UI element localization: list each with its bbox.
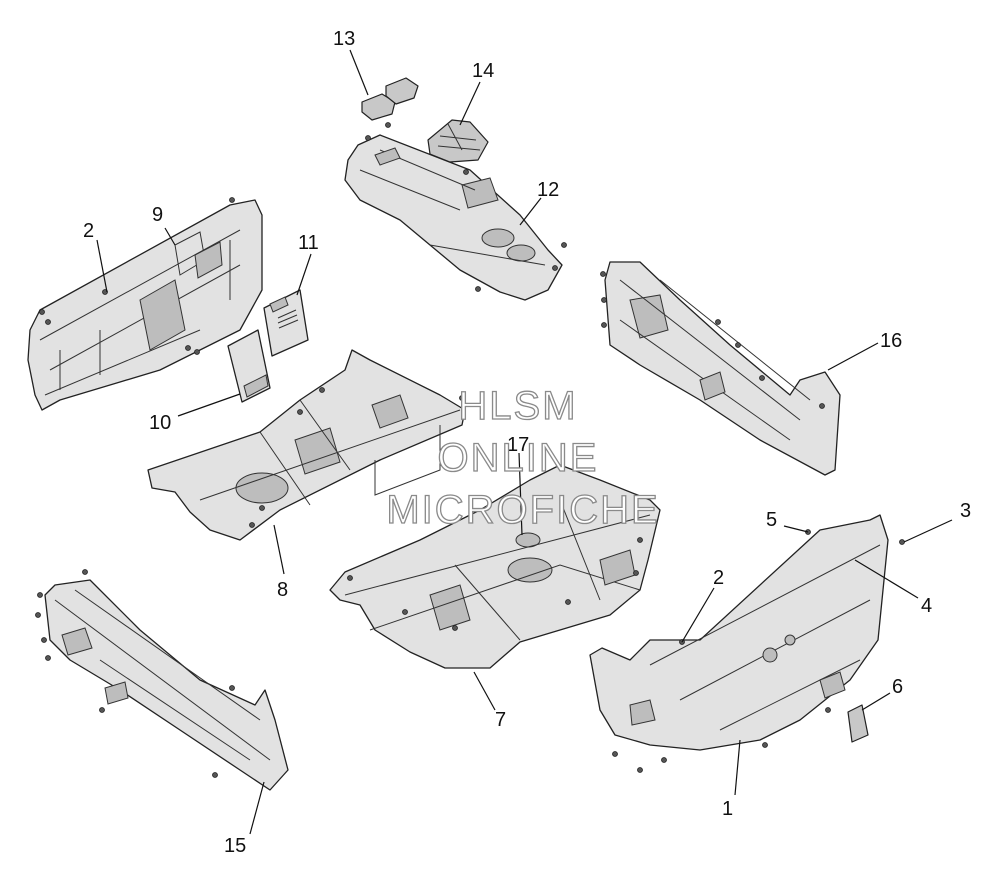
fastener-group-15 — [35, 569, 235, 778]
fastener-group-16 — [600, 271, 825, 409]
callout-6: 6 — [892, 676, 903, 698]
shift-boot-part-14 — [427, 119, 489, 163]
callout-4: 4 — [921, 595, 932, 617]
callout-8: 8 — [277, 579, 288, 601]
callout-12: 12 — [537, 179, 559, 201]
fastener-group-7 — [347, 537, 643, 631]
watermark-line-2: ONLINE — [438, 436, 599, 480]
rear-panel-part — [27, 199, 263, 411]
cover-part-10 — [227, 329, 271, 403]
fastener-group-12 — [365, 122, 567, 292]
callout-17: 17 — [507, 434, 529, 456]
callout-16: 16 — [880, 330, 902, 352]
center-floor-part-8 — [147, 349, 466, 541]
fastener-group-9 — [39, 197, 235, 355]
callout-10: 10 — [149, 412, 171, 434]
callout-2-upper: 2 — [83, 220, 94, 242]
left-side-panel-part-15 — [44, 579, 289, 791]
watermark-line-3: MICROFICHE — [386, 488, 659, 532]
bracket-part-6 — [847, 704, 869, 743]
right-side-panel-part-16 — [604, 261, 841, 476]
fastener-group-1 — [612, 529, 905, 773]
callout-5: 5 — [766, 509, 777, 531]
console-boots-part-13 — [361, 77, 419, 121]
callout-2-lower: 2 — [713, 567, 724, 589]
callout-9: 9 — [152, 204, 163, 226]
leader-lines — [96, 49, 953, 835]
watermark-line-1: HLSM — [458, 384, 577, 428]
callout-7: 7 — [495, 709, 506, 731]
callout-15: 15 — [224, 835, 246, 857]
right-floor-part-1 — [589, 514, 889, 751]
callout-13: 13 — [333, 28, 355, 50]
callout-14: 14 — [472, 60, 494, 82]
callout-1: 1 — [722, 798, 733, 820]
center-console-part — [344, 134, 563, 301]
watermark: HLSM ONLINE MICROFICHE — [386, 383, 659, 532]
callout-labels: 1 2 3 4 5 6 7 8 9 10 11 12 13 14 15 16 1… — [83, 28, 971, 857]
fastener-group-8 — [249, 387, 465, 528]
callout-3: 3 — [960, 500, 971, 522]
main-floor-part-7 — [329, 464, 661, 669]
cover-part-11 — [263, 289, 309, 357]
callout-11: 11 — [298, 232, 319, 254]
